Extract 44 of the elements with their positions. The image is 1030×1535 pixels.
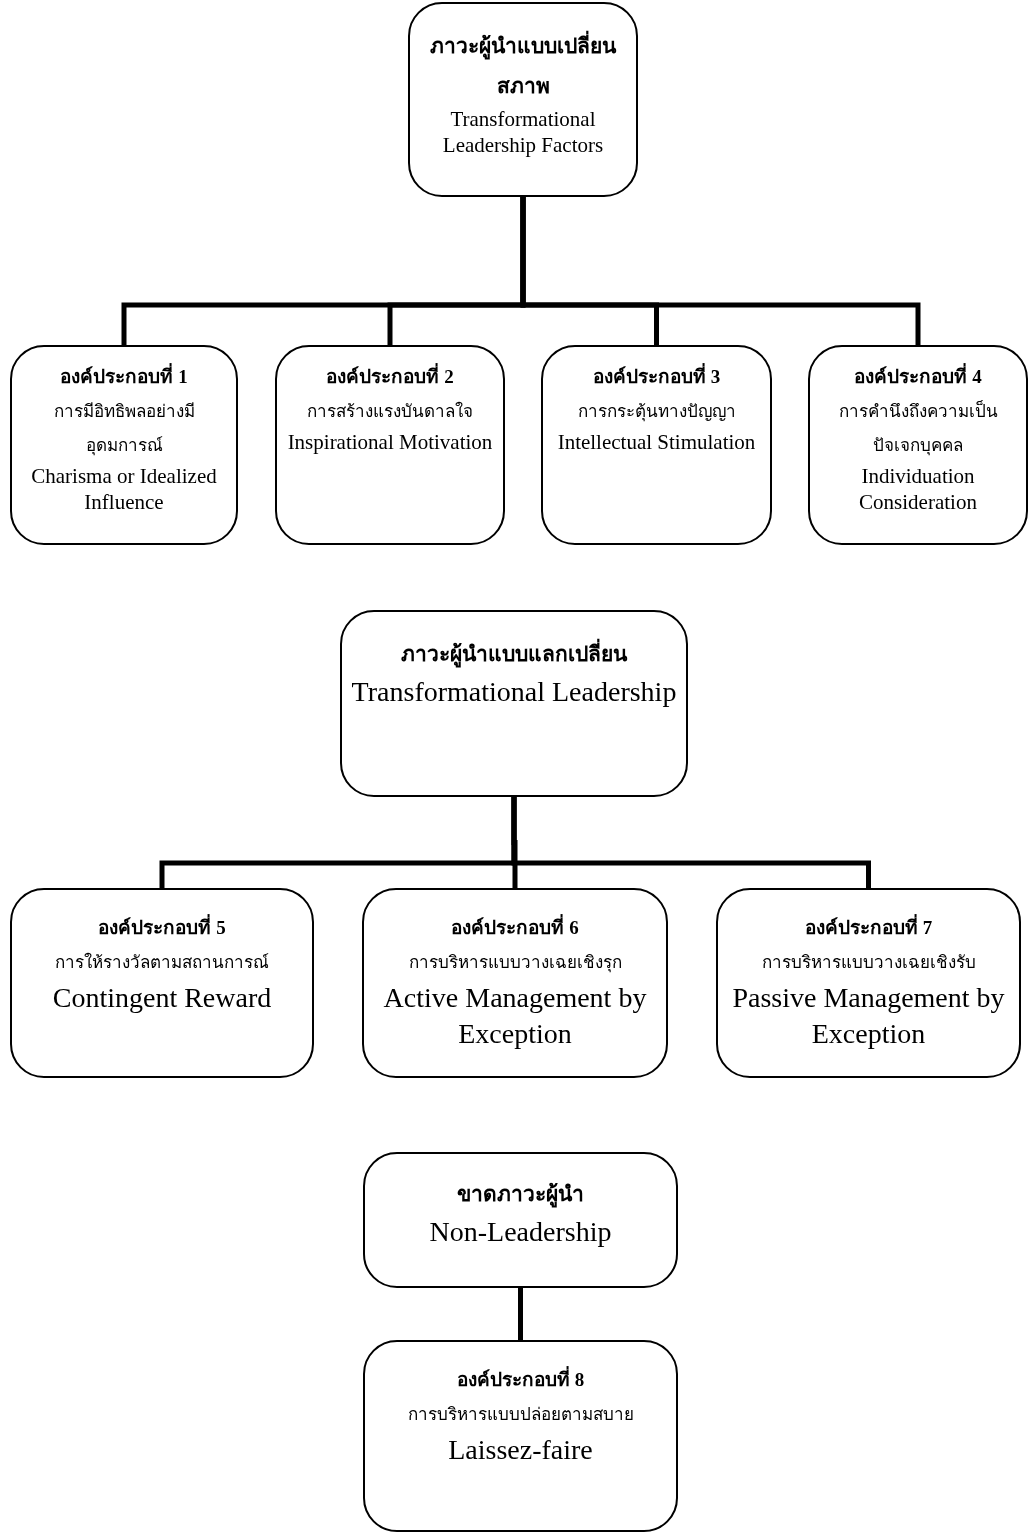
heading: องค์ประกอบที่ 3	[592, 359, 721, 395]
heading: องค์ประกอบที่ 1	[60, 359, 188, 395]
english-name: Passive Management by Exception	[731, 981, 1006, 1051]
english-name: Intellectual Stimulation	[557, 429, 756, 455]
heading: องค์ประกอบที่ 8	[456, 1362, 585, 1398]
english-name: Laissez-faire	[448, 1433, 593, 1467]
component-box	[808, 345, 1028, 545]
thai-description: การให้รางวัลตามสถานการณ์	[55, 951, 269, 974]
component-box	[541, 345, 772, 545]
component-box	[10, 888, 314, 1078]
component-box	[275, 345, 505, 545]
connector-line	[520, 197, 921, 345]
heading: องค์ประกอบที่ 2	[326, 359, 454, 395]
heading: ภาวะผู้นำแบบเปลี่ยนสภาพ	[418, 26, 628, 106]
heading: องค์ประกอบที่ 5	[98, 910, 226, 946]
english-name: Transformational Leadership	[351, 675, 677, 709]
heading: องค์ประกอบที่ 4	[854, 359, 982, 395]
english-name: Active Management by Exception	[382, 981, 648, 1051]
component-box	[10, 345, 238, 545]
category-box	[340, 610, 688, 797]
category-box	[363, 1152, 678, 1288]
english-name: Charisma or Idealized Influence	[30, 463, 218, 515]
thai-description: การกระตุ้นทางปัญญา	[577, 401, 736, 424]
thai-description: การคำนึงถึงความเป็นปัจเจกบุคคล	[837, 399, 999, 458]
english-name: Transformational Leadership Factors	[441, 106, 605, 158]
thai-description: การบริหารแบบวางเฉยเชิงรุก	[408, 952, 622, 975]
thai-description: การบริหารแบบวางเฉยเชิงรับ	[761, 952, 976, 974]
heading: องค์ประกอบที่ 6	[451, 910, 579, 946]
heading: ภาวะผู้นำแบบแลกเปลี่ยน	[401, 634, 627, 674]
component-box	[716, 888, 1021, 1078]
english-name: Inspirational Motivation	[287, 429, 493, 455]
connector-line	[518, 1288, 523, 1340]
component-box	[362, 888, 668, 1078]
english-name: Individuation Consideration	[858, 463, 978, 515]
thai-description: การมีอิทธิพลอย่างมีอุดมการณ์	[52, 401, 196, 458]
category-box	[408, 2, 638, 197]
heading: องค์ประกอบที่ 7	[804, 910, 933, 946]
component-box	[363, 1340, 678, 1532]
english-name: Contingent Reward	[52, 981, 272, 1015]
connector-line	[511, 797, 871, 888]
english-name: Non-Leadership	[429, 1215, 612, 1249]
thai-description: การบริหารแบบปล่อยตามสบาย	[407, 1404, 634, 1426]
thai-description: การสร้างแรงบันดาลใจ	[307, 400, 473, 423]
heading: ขาดภาวะผู้นำ	[457, 1181, 584, 1210]
